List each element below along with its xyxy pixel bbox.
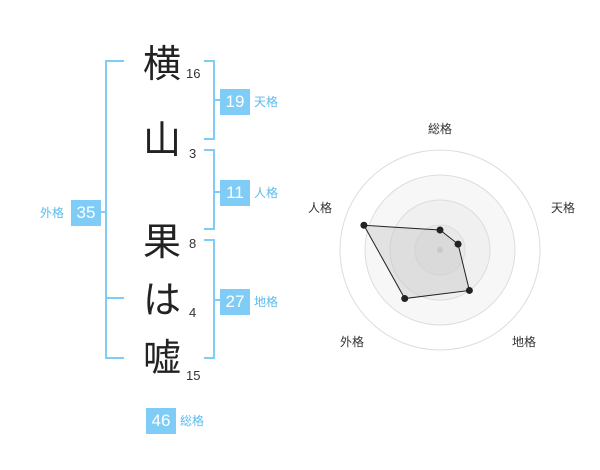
stroke-count-1: 16 <box>186 66 201 81</box>
stroke-count-5: 15 <box>186 368 201 383</box>
gaikaku-label: 外格 <box>40 206 65 220</box>
soukaku-value: 46 <box>146 408 176 434</box>
name-char-3: 果 <box>142 220 181 264</box>
radar-series-area <box>363 224 471 300</box>
stroke-count-2: 3 <box>189 146 197 161</box>
name-char-2: 山 <box>142 118 181 162</box>
bracket-jinkaku <box>204 149 215 230</box>
bracket-gaikaku <box>105 60 124 359</box>
tenkaku-label: 天格 <box>254 95 279 109</box>
jinkaku-label: 人格 <box>254 186 279 200</box>
radar-axis-label-3: 地格 <box>512 334 536 349</box>
name-char-5: 嘘 <box>142 336 181 380</box>
stroke-count-3: 8 <box>189 236 197 251</box>
name-char-1: 横 <box>142 42 181 86</box>
stroke-count-4: 4 <box>189 305 197 320</box>
radar-axis-label-1: 総格 <box>428 121 452 136</box>
name-char-4: は <box>142 278 181 322</box>
radar-point-1 <box>436 226 444 234</box>
radar-axis-label-4: 外格 <box>340 334 364 349</box>
jinkaku-value: 11 <box>220 180 250 206</box>
radar-axis-label-5: 人格 <box>308 200 332 215</box>
gaikaku-value: 35 <box>71 200 101 226</box>
chikaku-value: 27 <box>220 289 250 315</box>
tenkaku-value: 19 <box>220 89 250 115</box>
radar-point-3 <box>465 286 473 294</box>
radar-point-4 <box>401 295 409 303</box>
radar-point-5 <box>360 221 368 229</box>
radar-center <box>437 247 443 253</box>
chikaku-label: 地格 <box>254 295 279 309</box>
soukaku-label: 総格 <box>180 414 205 428</box>
radar-axis-label-2: 天格 <box>551 200 575 215</box>
radar-point-2 <box>454 240 462 248</box>
